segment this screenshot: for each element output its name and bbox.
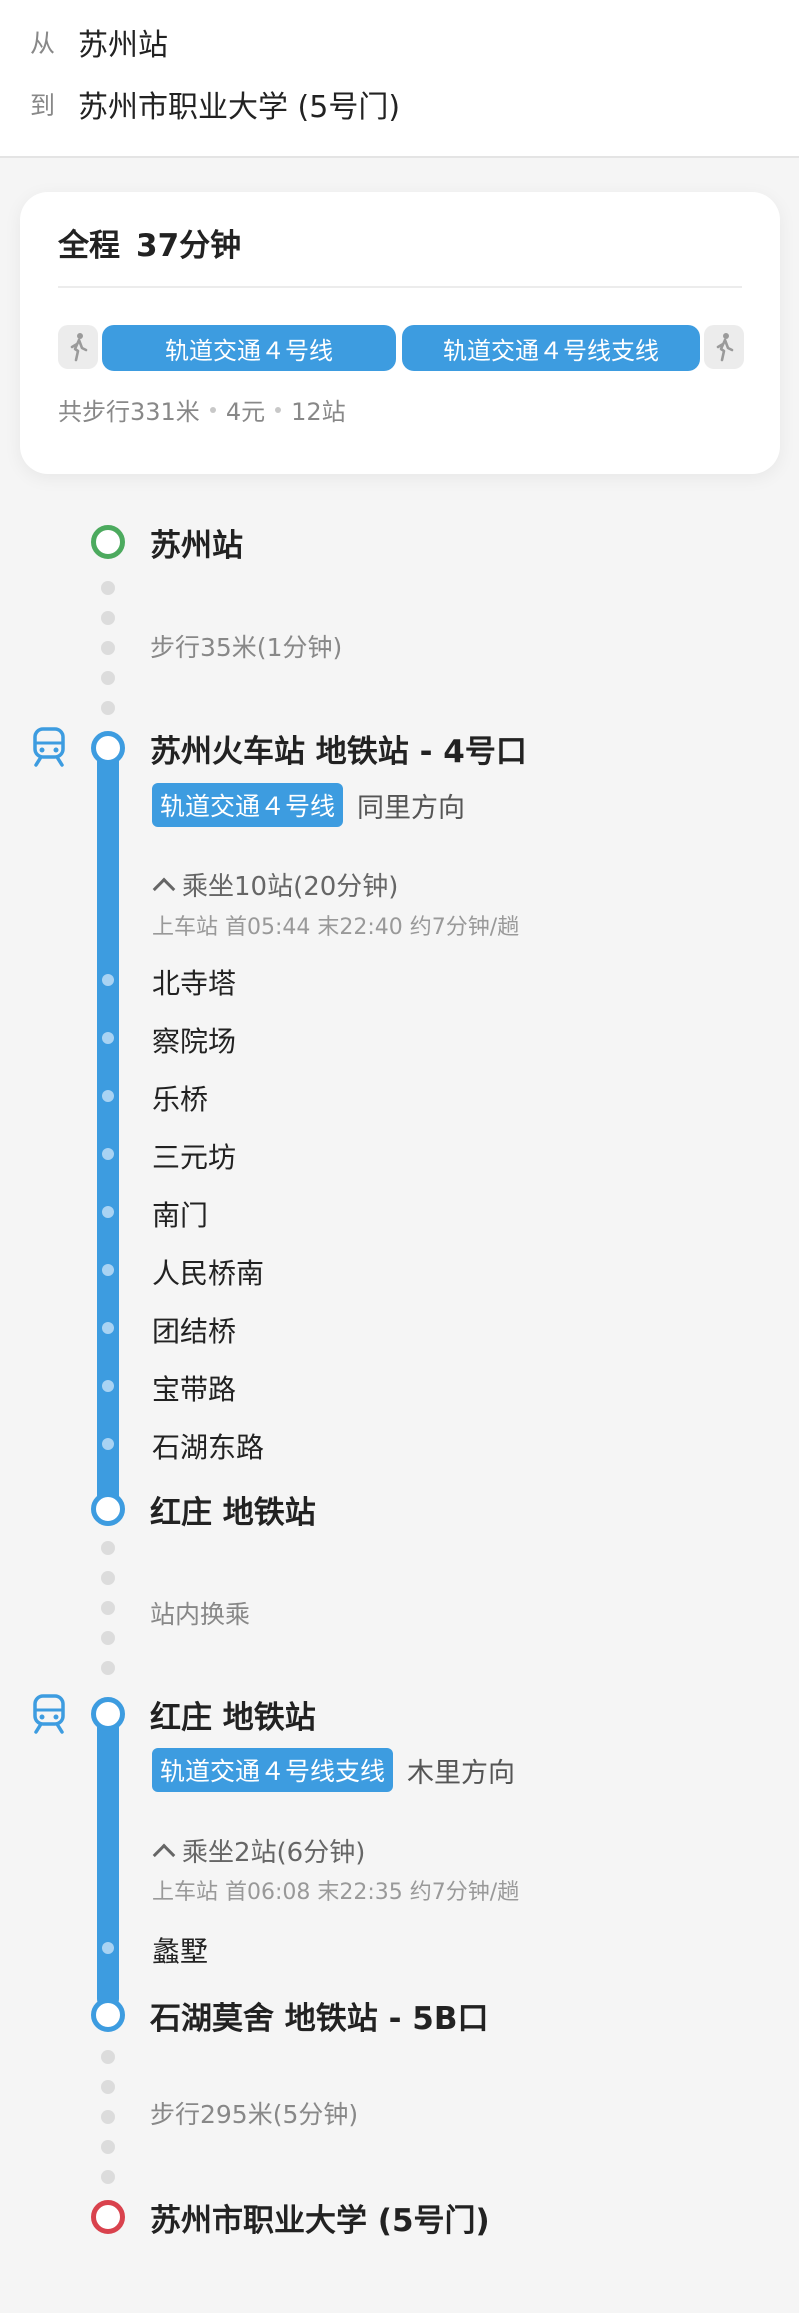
direction-2: 木里方向 <box>407 1757 516 1789</box>
origin-marker <box>91 525 125 559</box>
walk-note-2: 步行295米(5分钟) <box>150 2100 359 2129</box>
walk-dot <box>101 641 115 655</box>
line-tag-4: 轨道交通４号线 <box>152 783 344 827</box>
intermediate-stop: 团结桥 <box>152 1315 237 1348</box>
intermediate-stop: 石湖东路 <box>152 1431 265 1464</box>
board-station-1: 苏州火车站 地铁站 - 4号口 <box>150 734 527 770</box>
line-pill-4-branch: 轨道交通４号线支线 <box>402 325 700 371</box>
intermediate-stop-dot <box>102 974 114 986</box>
line-pill-4: 轨道交通４号线 <box>102 325 396 371</box>
board-station-2: 红庄 地铁站 <box>150 1700 316 1736</box>
intermediate-stop-dot <box>102 1032 114 1044</box>
walk-note-1: 步行35米(1分钟) <box>150 633 343 662</box>
intermediate-stop-dot <box>102 1322 114 1334</box>
intermediate-stop-dot <box>102 1438 114 1450</box>
intermediate-stop: 人民桥南 <box>152 1257 265 1290</box>
walk-dot <box>101 2110 115 2124</box>
destination-name: 苏州市职业大学 (5号门) <box>150 2203 490 2239</box>
to-value[interactable]: 苏州市职业大学 (5号门) <box>78 90 401 125</box>
transfer-dot <box>101 1571 115 1585</box>
from-label: 从 <box>30 29 56 58</box>
walk-distance: 共步行331米 <box>58 398 200 426</box>
intermediate-stop-dot <box>102 1264 114 1276</box>
intermediate-stop: 乐桥 <box>152 1083 209 1116</box>
chevron-up-icon <box>152 1843 176 1866</box>
walk-dot <box>101 2170 115 2184</box>
walk-icon <box>58 325 98 369</box>
intermediate-stop: 南门 <box>152 1199 209 1232</box>
chevron-up-icon <box>152 877 176 900</box>
transfer-dot <box>101 1631 115 1645</box>
transfer-dot <box>101 1661 115 1675</box>
intermediate-stop: 蠡墅 <box>152 1935 209 1968</box>
walk-dot <box>101 2050 115 2064</box>
board-marker <box>91 1697 125 1731</box>
ride-toggle-2[interactable]: 乘坐2站(6分钟) <box>152 1832 365 1869</box>
direction-1: 同里方向 <box>357 792 466 824</box>
ride-summary-2: 乘坐2站(6分钟) <box>182 1838 366 1868</box>
stop-count: 12站 <box>291 398 346 426</box>
total-time-value: 37分钟 <box>136 228 242 264</box>
intermediate-stop: 察院场 <box>152 1025 237 1058</box>
ride-toggle-1[interactable]: 乘坐10站(20分钟) <box>152 866 398 903</box>
from-row[interactable]: 从 苏州站 <box>30 20 168 64</box>
intermediate-stop: 三元坊 <box>152 1141 237 1174</box>
origin-name: 苏州站 <box>150 528 243 564</box>
schedule-2: 上车站 首06:08 末22:35 约7分钟/趟 <box>152 1880 520 1905</box>
line-4-track <box>97 736 119 1516</box>
intermediate-stop: 宝带路 <box>152 1373 237 1406</box>
intermediate-stop: 北寺塔 <box>152 967 237 1000</box>
intermediate-stop-dot <box>102 1206 114 1218</box>
alight-station-2: 石湖莫舍 地铁站 - 5B口 <box>150 2001 489 2037</box>
to-label: 到 <box>30 91 56 120</box>
intermediate-stop-dot <box>102 1380 114 1392</box>
walk-dot <box>101 2140 115 2154</box>
board-marker <box>91 731 125 765</box>
to-row[interactable]: 到 苏州市职业大学 (5号门) <box>30 82 400 126</box>
intermediate-stop-dot <box>102 1942 114 1954</box>
line-4-branch-track <box>97 1702 119 2010</box>
fare: 4元 <box>225 398 266 426</box>
transfer-dot <box>101 1541 115 1555</box>
walk-dot <box>101 671 115 685</box>
route-header: 从 苏州站 到 苏州市职业大学 (5号门) <box>0 0 799 158</box>
intermediate-stop-dot <box>102 1090 114 1102</box>
schedule-1: 上车站 首05:44 末22:40 约7分钟/趟 <box>152 915 520 940</box>
intermediate-stop-dot <box>102 1148 114 1160</box>
line-tag-4-branch: 轨道交通４号线支线 <box>152 1748 394 1792</box>
alight-station-1: 红庄 地铁站 <box>150 1495 316 1531</box>
line-info-2: 轨道交通４号线支线 木里方向 <box>152 1748 515 1792</box>
route-timeline: 苏州站 步行35米(1分钟) 苏州火车站 地铁站 - 4号口 轨道交通４号线 同… <box>0 500 799 2313</box>
walk-dot <box>101 701 115 715</box>
destination-marker <box>91 2200 125 2234</box>
route-summary-card[interactable]: 全程 37分钟 轨道交通４号线 轨道交通４号线支线 共步行331米 4元 12站 <box>20 192 780 474</box>
from-value[interactable]: 苏州站 <box>78 28 168 63</box>
total-label: 全程 <box>58 228 120 264</box>
walk-dot <box>101 611 115 625</box>
route-stats: 共步行331米 4元 12站 <box>58 392 346 427</box>
total-time: 全程 37分钟 <box>58 220 241 265</box>
separator-dot <box>209 406 216 413</box>
transfer-dot <box>101 1601 115 1615</box>
walk-dot <box>101 2080 115 2094</box>
separator-dot <box>275 406 282 413</box>
card-divider <box>58 286 742 288</box>
alight-marker <box>91 1492 125 1526</box>
alight-marker <box>91 1998 125 2032</box>
ride-summary-1: 乘坐10站(20分钟) <box>182 872 399 902</box>
line-info-1: 轨道交通４号线 同里方向 <box>152 783 465 827</box>
transfer-note: 站内换乘 <box>150 1600 251 1629</box>
walk-dot <box>101 581 115 595</box>
subway-icon <box>33 1694 65 1734</box>
walk-icon <box>704 325 744 369</box>
subway-icon <box>33 727 65 767</box>
